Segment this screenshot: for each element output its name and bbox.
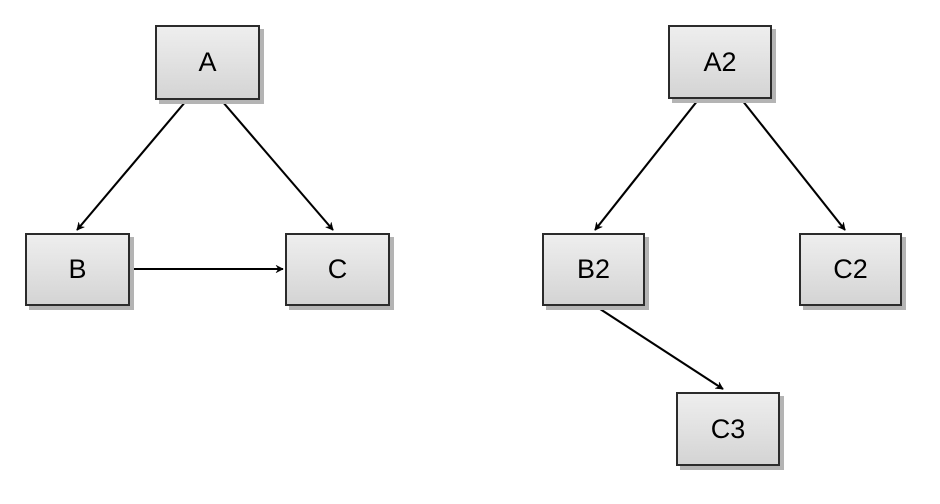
node-b-label: B <box>68 254 87 284</box>
node-c-label: C <box>327 254 348 284</box>
edge-A-to-C <box>221 100 334 231</box>
node-b2-label: B2 <box>576 254 611 284</box>
node-a[interactable]: A <box>155 25 260 100</box>
edge-B2-to-C3 <box>596 306 724 390</box>
node-b2[interactable]: B2 <box>542 233 645 306</box>
edge-A-to-B <box>76 100 187 231</box>
node-a2[interactable]: A2 <box>668 25 772 99</box>
node-c2[interactable]: C2 <box>799 233 902 306</box>
node-c3[interactable]: C3 <box>676 392 780 466</box>
node-c2-label: C2 <box>833 254 868 284</box>
node-a-label: A <box>198 47 217 77</box>
node-b[interactable]: B <box>25 233 130 306</box>
edge-A2-to-B2 <box>594 99 699 231</box>
edge-A2-to-C2 <box>741 99 846 231</box>
node-a2-label: A2 <box>703 46 737 77</box>
node-c[interactable]: C <box>285 233 390 306</box>
node-c3-label: C3 <box>710 413 746 444</box>
